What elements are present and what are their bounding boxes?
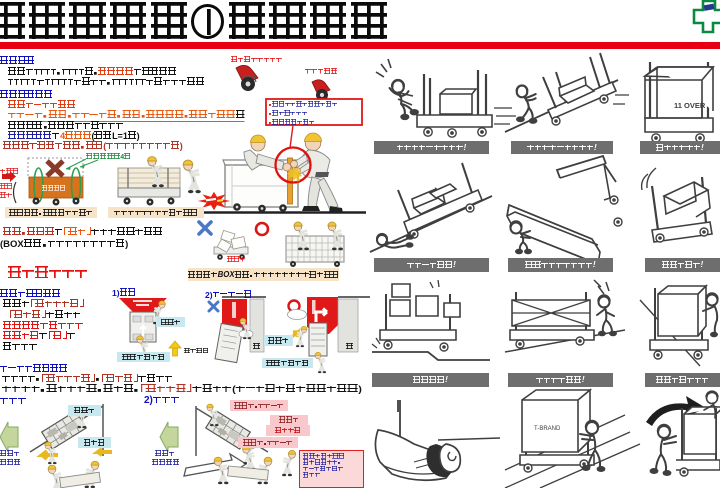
svg-text:11 OVER: 11 OVER: [674, 101, 706, 110]
svg-text:T-BRAND: T-BRAND: [534, 426, 561, 432]
